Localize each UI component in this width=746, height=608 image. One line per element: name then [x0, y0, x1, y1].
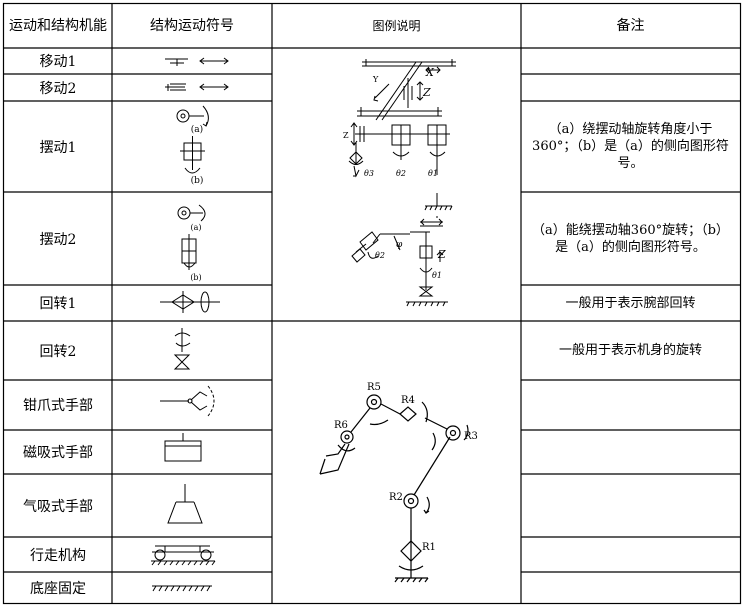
header-symbol: 结构运动符号: [150, 18, 234, 34]
joint-r4: R4: [401, 395, 415, 406]
label-b: (b): [190, 273, 201, 282]
rotation-1-symbol: [160, 291, 220, 313]
row-note: 一般用于表示机身的旋转: [558, 343, 702, 358]
row-note: 一般用于表示腕部回转: [565, 295, 696, 311]
row-function: 钳爪式手部: [23, 398, 93, 414]
base-fixed-symbol: [152, 585, 212, 592]
theta2-label-b: θ2: [375, 251, 385, 260]
axis-z-3: Z: [437, 248, 446, 261]
row-function: 摆动2: [39, 231, 77, 248]
translation-2-symbol: [165, 83, 229, 91]
label-b: (b): [191, 175, 204, 186]
rotation-2-symbol: [173, 328, 191, 370]
axis-z: Z: [422, 86, 431, 99]
row-function: 气吸式手部: [23, 498, 93, 515]
row-function: 磁吸式手部: [23, 445, 93, 461]
magnetic-hand-symbol: [164, 433, 202, 462]
axis-x: X: [425, 66, 435, 79]
axis-z-2: Z: [343, 131, 349, 140]
translation-1-symbol: [165, 57, 229, 66]
joint-r5: R5: [367, 382, 381, 393]
header-function: 运动和结构机能: [9, 18, 107, 34]
row-function: 行走机构: [30, 547, 86, 564]
axis-y: Y: [372, 75, 379, 84]
header-legend: 图例说明: [372, 19, 421, 33]
swing-1-symbol: [176, 105, 209, 174]
joint-r1: R1: [422, 542, 436, 553]
joint-r6: R6: [334, 420, 348, 431]
joint-r3: R3: [464, 431, 478, 442]
theta2-label: θ2: [396, 169, 406, 178]
theta1-label-b: θ1: [432, 271, 442, 280]
row-note: （a）绕摆动轴旋转角度小于360°；（b）是（a）的侧向图形符号。: [532, 122, 729, 171]
row-function: 底座固定: [30, 581, 86, 597]
phi-label: φ: [396, 240, 403, 250]
gripper-hand-symbol: [160, 385, 215, 417]
row-function: 回转1: [39, 296, 77, 312]
row-function: 移动2: [39, 80, 77, 97]
theta1-label: θ1: [428, 169, 438, 178]
row-function: 移动1: [39, 54, 77, 70]
row-note: （a）能绕摆动轴360°旋转；（b）是（a）的侧向图形符号。: [532, 222, 729, 255]
row-function: 摆动1: [39, 139, 77, 156]
vacuum-hand-symbol: [167, 484, 203, 524]
swing-2-symbol: [177, 204, 206, 270]
label-a: (a): [190, 223, 201, 232]
label-a: (a): [191, 124, 203, 135]
traveling-mechanism-symbol: [151, 545, 216, 566]
row-function: 回转2: [39, 343, 77, 360]
header-notes: 备注: [616, 18, 645, 34]
joint-r2: R2: [389, 492, 403, 503]
theta3-label: θ3: [364, 169, 374, 178]
